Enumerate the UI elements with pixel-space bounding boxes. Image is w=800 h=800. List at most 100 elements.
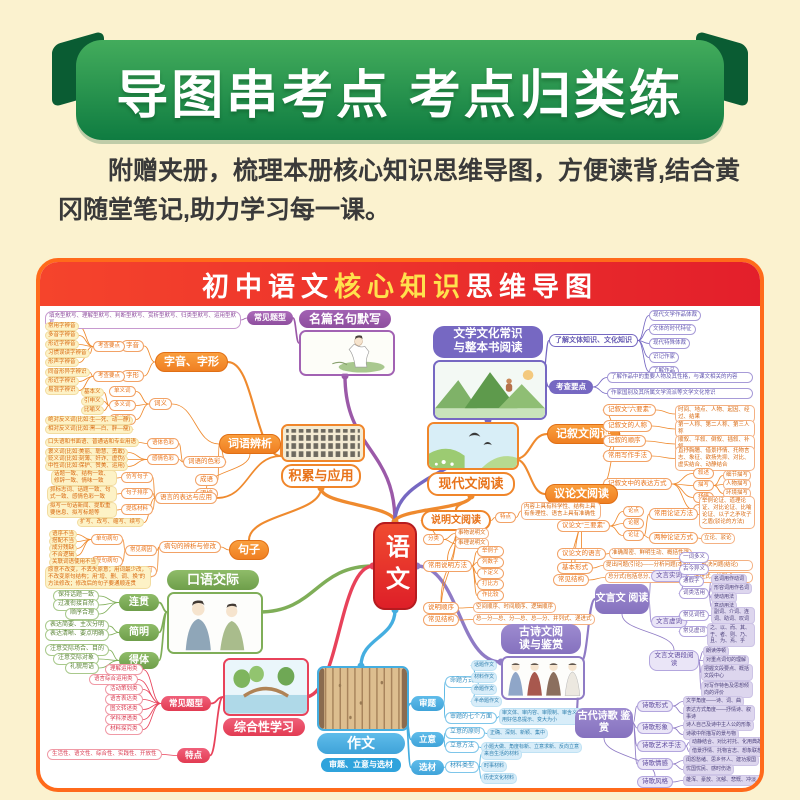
node-zw-ly: 立意: [411, 732, 445, 748]
branch-label-wenxue: 文学文化常识 与整本书阅读: [433, 326, 543, 358]
center-node-label: 语文: [381, 534, 409, 598]
node-wenyan: 文言文 阅读: [595, 584, 649, 614]
node-yl-ff: 常用论证方法: [649, 508, 698, 521]
branch-label-xiandai: 现代文阅读: [427, 472, 515, 496]
node-zy-a5: 形声字辨音: [45, 358, 79, 368]
node-cy-ganqing: 感情色彩: [147, 454, 180, 466]
node-zy-b3: 易混字辨识: [45, 386, 79, 396]
node-mp-changjian: 常见题型: [247, 311, 293, 326]
node-cy-koutou: 口头语和书面语、普通话和专业用语: [45, 438, 140, 448]
branch-label-mingpian: 名篇名句默写: [299, 310, 391, 329]
intro-text: 附赠夹册，梳理本册核心知识思维导图，方便读背,结合黄冈随堂笔记,助力学习每一课。: [58, 157, 740, 224]
node-zw-cl: 材料类型: [445, 761, 480, 773]
node-gs-4: 诗歌情感: [637, 758, 673, 771]
node-zw-mt4: 半命题作文: [471, 696, 503, 707]
node-wy-sc2: 古今异义: [679, 564, 710, 576]
node-wy-sc4: 词类活用: [679, 588, 710, 600]
node-jx-4l: 直抒胸臆、借景抒情、托物言志、象征、欲扬先抑、对比、虚实结合、动静结合: [675, 446, 755, 472]
node-zw-ff-l: 小题大做、角度标新、立意求新、反向立意: [481, 742, 583, 753]
branch-label-jilei: 积累与应用: [281, 464, 361, 488]
node-sm-fl: 分类: [423, 534, 445, 546]
node-zy-zx: 字音、字形: [155, 352, 228, 373]
node-yy-tl-l: 拟写一句话新闻、提取重要信息、拟写标题等: [47, 502, 117, 519]
node-gs-2: 诗歌形象: [637, 722, 673, 735]
node-zw-st: 审题: [411, 696, 445, 712]
node-zy-a4: 习惯误读字辨音: [45, 349, 90, 359]
node-zw-mt2: 材料作文: [471, 672, 498, 683]
node-zw-mt1: 话题作文: [471, 660, 498, 671]
node-yy-fx-l: 话题一致、结构一致、修辞一致、情味一致: [51, 470, 117, 487]
node-yl-ff-l: 举例论证、道理论证、对比论证、比喻论证、以子之矛攻子之盾(驳论的方法): [699, 496, 755, 529]
node-zy-a3: 形近字辨音: [45, 340, 79, 350]
node-wx-l2: 文体的时代特征: [649, 324, 696, 336]
node-jz-cj: 常见病因: [125, 545, 158, 557]
node-jz-dan: 单句病句: [91, 534, 124, 546]
node-sm-ff4: 打比方: [477, 579, 504, 591]
node-zw-yz: 立意的原则: [445, 727, 486, 739]
branch-zonghe: 综合性学习: [223, 658, 309, 736]
node-jixu: 记叙文阅读: [547, 424, 620, 445]
node-cy-secai: 词语的色彩: [183, 456, 226, 469]
node-yl-lz-l: 立论、驳论: [701, 533, 735, 545]
node-wx-l4: 识记作家: [649, 352, 680, 364]
node-yy-fx: 仿写句子: [121, 472, 154, 484]
node-jx-4: 常用写作手法: [603, 450, 652, 463]
mountain-reading-illustration: [433, 359, 547, 420]
node-wy-xc1l: 副词、介词、连词、助词、叹词: [711, 607, 755, 624]
mindmap-title: 初中语文核心知识思维导图: [40, 262, 760, 306]
node-wy-xc: 文言虚词: [651, 616, 687, 629]
promo-banner: 导图串考点 考点归类练: [76, 40, 724, 140]
node-gs-3: 诗歌艺术手法: [637, 740, 686, 753]
node-zw-qg: 审题的七个方面: [445, 712, 498, 724]
landscape-illustration: [223, 658, 309, 716]
branch-label-zonghe: 综合性学习: [223, 717, 305, 736]
node-zy-zixing: 字形: [121, 370, 144, 383]
promo-banner-title: 导图串考点 考点归类练: [116, 66, 684, 125]
node-zy-b2: 形近字辨识: [45, 377, 79, 387]
node-yy-px: 句子排序: [121, 488, 154, 500]
node-cy-xd: 相对反义词(比如:黑—白、胖—瘦): [45, 425, 134, 435]
node-sm-jg: 常见结构: [423, 614, 459, 627]
branch-label-kouyu: 口语交际: [167, 570, 259, 590]
node-wy-sc3: 通假字: [679, 576, 704, 588]
node-sm-sx-l: 空间顺序、时间顺序、逻辑顺序: [473, 602, 557, 614]
node-wx-k2: 作家国别及其所属文学流派等文学文化常识: [607, 388, 753, 400]
node-wx-liaojie: 了解文体知识、文化知识: [549, 334, 638, 348]
node-zh-cj: 常见题型: [161, 696, 212, 712]
node-zy-k1: 考查要点: [93, 341, 126, 353]
node-wx-l3: 现代特殊体裁: [649, 338, 691, 350]
mindmap-title-part3: 思维导图: [466, 271, 598, 302]
branch-gushiwen: 古诗文阅 读与鉴赏: [501, 624, 585, 700]
node-yl-1a: 论点: [623, 506, 645, 518]
swallows-illustration: [427, 422, 519, 471]
center-node-yuwen: 语文: [373, 522, 417, 610]
node-zy-k2: 考查要点: [93, 371, 126, 383]
mindmap-title-part1: 初中语文: [202, 271, 334, 302]
node-cy-jb: 基本义: [81, 388, 104, 398]
node-ky-dt3: 礼貌用语: [65, 662, 100, 674]
node-sm-ff3: 下定义: [477, 568, 504, 580]
node-cy-ys: 引申义: [81, 397, 104, 407]
ancient-poets-illustration: [501, 656, 585, 700]
node-sm-ff5: 作比较: [477, 590, 504, 602]
node-ciyu: 词语辨析: [219, 434, 281, 455]
node-zw-cl1: 来自生活的材料: [481, 749, 523, 760]
node-sm-ff1: 举例子: [477, 546, 504, 558]
node-wy-yd4: 对写作特色及思想倾向的评价: [701, 681, 753, 698]
node-yy-tl: 提炼材料: [121, 504, 154, 516]
node-yl-1b: 论据: [623, 518, 645, 530]
mindmap-card: 初中语文核心知识思维导图 语文 积累与应用 名篇名句默写: [36, 258, 764, 792]
node-cy-yuti: 语体色彩: [147, 438, 180, 450]
branch-wenxue: 文学文化常识 与整本书阅读: [433, 326, 547, 420]
node-zh-td-l: 生活性、语文性、综合性、实践性、开放性: [47, 749, 162, 761]
branch-xiandai: 现代文阅读: [427, 422, 519, 496]
node-jx-5: 记叙文中的表达方式: [603, 478, 672, 491]
node-cy-by: 比喻义: [81, 406, 104, 416]
node-gsg: 古代诗歌 鉴赏: [575, 708, 633, 738]
node-zy-a1: 常用字辨音: [45, 322, 79, 332]
node-juzi: 句子: [229, 540, 269, 561]
branch-jilei: 积累与应用: [281, 424, 365, 488]
node-zy-b1: 同音形异字辨识: [45, 368, 90, 378]
node-zw-yz-l: 正确、深刻、新颖、集中: [487, 728, 549, 739]
node-jx-5b: 描写: [693, 480, 715, 492]
